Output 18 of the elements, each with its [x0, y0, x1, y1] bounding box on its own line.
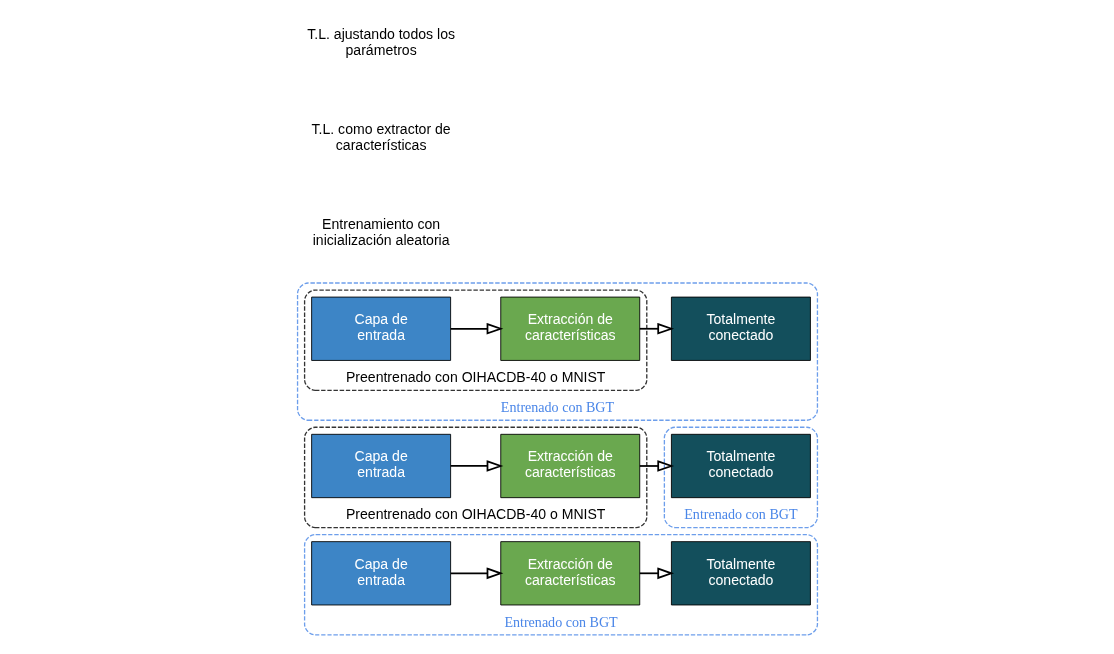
- arrow: [449, 460, 503, 472]
- node-box: Capa de entrada: [310, 296, 451, 361]
- node-box: Extracción de características: [499, 433, 640, 499]
- node-box: Extracción de características: [499, 296, 640, 361]
- node-box: Extracción de características: [499, 541, 640, 606]
- arrow: [638, 322, 674, 335]
- node-box: Totalmente conectado: [670, 541, 811, 606]
- label: Entrenamiento con inicialización aleatoria: [312, 216, 450, 249]
- label: T.L. ajustando todos los parámetros: [306, 26, 455, 58]
- arrow: [638, 567, 674, 580]
- node-box: Totalmente conectado: [670, 433, 811, 499]
- node-box: Capa de entrada: [310, 433, 451, 499]
- node-box: Totalmente conectado: [670, 296, 811, 361]
- node-box: Capa de entrada: [310, 541, 451, 606]
- arrow: [449, 567, 503, 580]
- arrow: [449, 322, 503, 335]
- arrow: [638, 460, 674, 472]
- label: T.L. como extractor de características: [311, 121, 451, 154]
